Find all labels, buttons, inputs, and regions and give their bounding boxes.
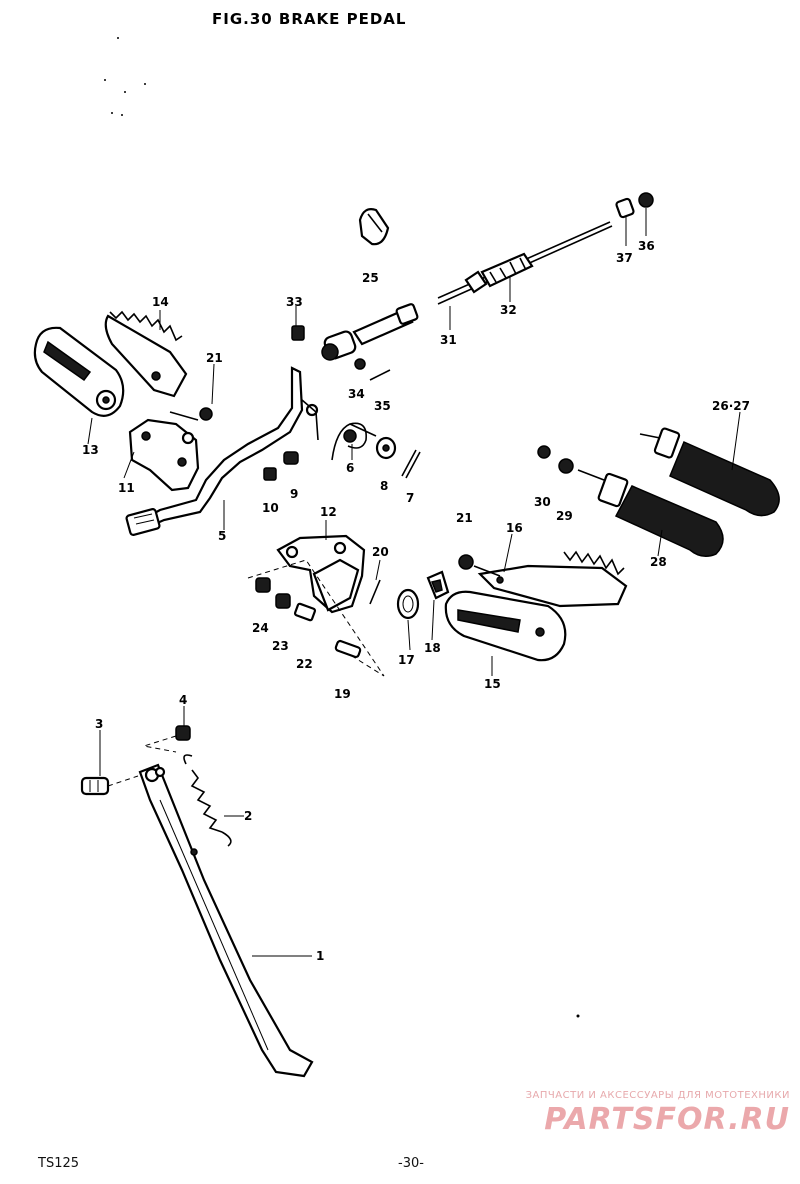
footrest-rubber-right: [444, 590, 567, 662]
callout-19: 19: [334, 687, 351, 701]
callout-9: 9: [290, 487, 298, 501]
pin-20: [369, 579, 381, 605]
washer-17: [396, 588, 420, 620]
return-spring: [331, 422, 377, 461]
brake-rod: [437, 221, 613, 305]
callout-16: 16: [506, 521, 523, 535]
callout-17: 17: [398, 653, 415, 667]
callout-15: 15: [484, 677, 501, 691]
footrest-bracket-right: [276, 534, 366, 614]
leader-bolt: [107, 775, 139, 787]
watermark-logo: PARTSFOR.RU: [544, 1102, 790, 1137]
spring-21-upper: [169, 407, 213, 421]
callout-25: 25: [362, 271, 379, 285]
model-label: TS125: [38, 1156, 80, 1171]
callout-26-27: 26·27: [712, 399, 750, 413]
nut-36: [638, 192, 654, 208]
callout-5: 5: [218, 529, 226, 543]
callout-6: 6: [346, 461, 354, 475]
callout-32: 32: [500, 303, 517, 317]
callout-31: 31: [440, 333, 457, 347]
callout-4: 4: [179, 693, 187, 707]
footrest-serrated-left: [104, 310, 188, 398]
washer-29: [558, 458, 574, 474]
washer-8: [375, 436, 397, 460]
callout-22: 22: [296, 657, 313, 671]
callout-3: 3: [95, 717, 103, 731]
callout-37: 37: [616, 251, 633, 265]
rod-joint: [291, 303, 419, 361]
stand-bolt: [80, 776, 110, 796]
page-number: -30-: [398, 1156, 424, 1171]
callout-13: 13: [82, 443, 99, 457]
figure-title: FIG.30 BRAKE PEDAL: [212, 10, 407, 28]
pin-35: [369, 369, 391, 381]
callout-14: 14: [152, 295, 169, 309]
callout-1: 1: [316, 949, 324, 963]
callout-29: 29: [556, 509, 573, 523]
nut-30: [537, 445, 551, 459]
callout-18: 18: [424, 641, 441, 655]
footrest-serrated-right: [477, 550, 628, 608]
stand-nut: [175, 725, 191, 741]
leader-bracket: [247, 559, 385, 677]
return-spring-coil: [343, 429, 357, 443]
callout-34: 34: [348, 387, 365, 401]
plate-18: [426, 570, 450, 600]
pin-19: [334, 639, 362, 659]
footpeg-28: [577, 469, 724, 557]
clip-25: [358, 208, 390, 246]
footrest-bracket-left: [128, 418, 200, 492]
callout-2: 2: [244, 809, 252, 823]
callout-24: 24: [252, 621, 269, 635]
callout-28: 28: [650, 555, 667, 569]
brake-pedal: [125, 366, 319, 536]
nut-10: [263, 467, 277, 481]
callout-7: 7: [406, 491, 414, 505]
washer-23: [275, 593, 291, 609]
nut-37: [615, 197, 635, 219]
bolt-9: [283, 451, 299, 465]
callout-10: 10: [262, 501, 279, 515]
specks: [104, 37, 580, 1018]
footrest-rubber-left: [33, 326, 125, 417]
cotter-pin: [401, 449, 421, 479]
callout-33: 33: [286, 295, 303, 309]
callout-36: 36: [638, 239, 655, 253]
callout-21-upper: 21: [206, 351, 223, 365]
callout-12: 12: [320, 505, 337, 519]
nut-24: [255, 577, 271, 593]
callout-23: 23: [272, 639, 289, 653]
callout-21-right: 21: [456, 511, 473, 525]
callout-30: 30: [534, 495, 551, 509]
stand-spring: [183, 754, 232, 847]
leader-nut: [143, 735, 177, 753]
footpeg-26-27: [639, 427, 780, 517]
callout-labels: 1 2 3 4 5 6 7 8 9 10 11 12 13 14 15 16 1…: [82, 239, 750, 963]
callout-35: 35: [374, 399, 391, 413]
watermark-tagline: ЗАПЧАСТИ И АКСЕССУАРЫ ДЛЯ МОТОТЕХНИКИ: [525, 1090, 790, 1101]
callout-8: 8: [380, 479, 388, 493]
spring-21-right: [458, 554, 501, 577]
nut-34: [354, 358, 366, 370]
callout-11: 11: [118, 481, 135, 495]
leader-lines: [87, 208, 741, 957]
bolt-22: [293, 602, 317, 622]
side-stand: [138, 763, 314, 1078]
callout-20: 20: [372, 545, 389, 559]
